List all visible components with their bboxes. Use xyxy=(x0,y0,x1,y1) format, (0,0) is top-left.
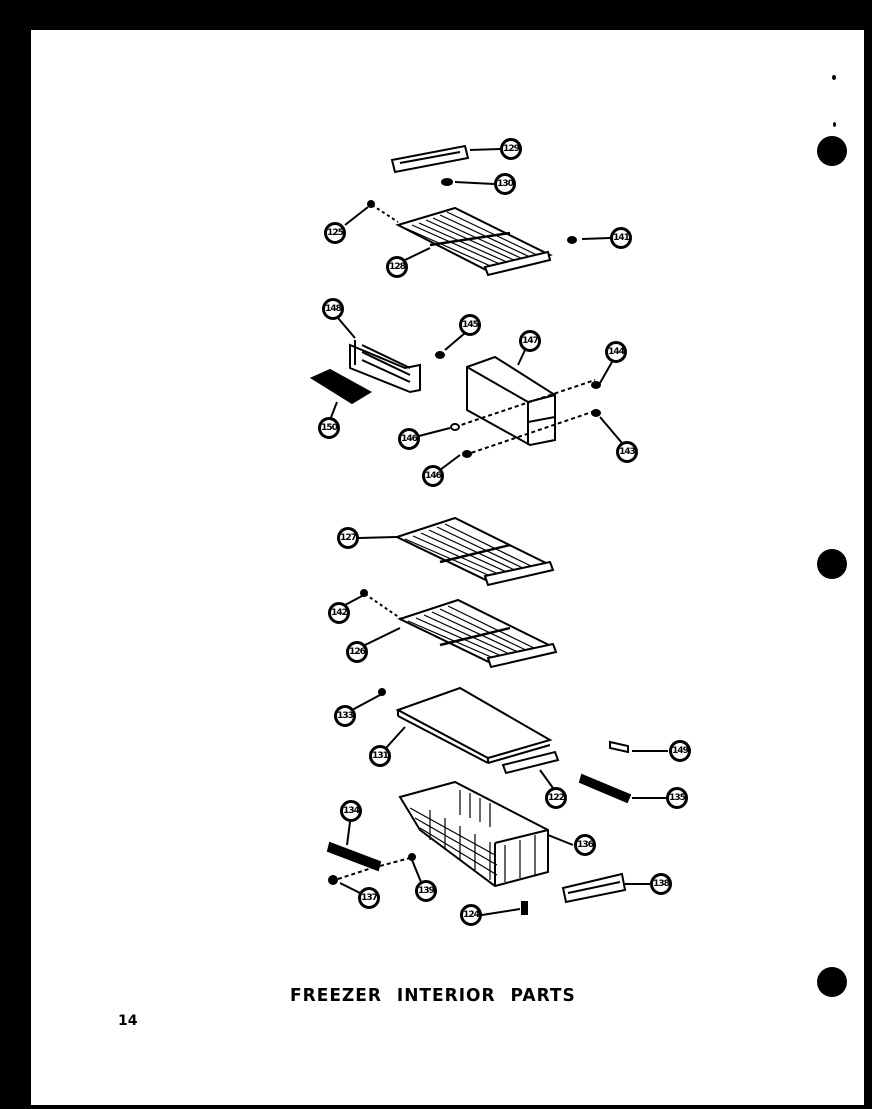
callout-141: 141 xyxy=(610,227,632,249)
clip-130 xyxy=(441,178,495,186)
scan-border-bottom xyxy=(0,1105,872,1109)
wire-shelf-127 xyxy=(358,516,555,587)
callout-127: 127 xyxy=(337,527,359,549)
callout-134: 134 xyxy=(340,800,362,822)
wire-shelf-126 xyxy=(344,589,558,669)
callout-122: 122 xyxy=(545,787,567,809)
callout-147: 147 xyxy=(519,330,541,352)
callout-139: 139 xyxy=(415,880,437,902)
callout-150: 150 xyxy=(318,417,340,439)
callout-146-b: 146 xyxy=(422,465,444,487)
binder-hole-top xyxy=(817,136,847,166)
scan-border-left xyxy=(0,0,31,1109)
callout-129: 129 xyxy=(500,138,522,160)
clip-149 xyxy=(609,740,668,754)
strip-138 xyxy=(561,872,650,904)
callout-128: 128 xyxy=(386,256,408,278)
callout-143: 143 xyxy=(616,441,638,463)
ice-rack-148 xyxy=(337,317,421,394)
speck-mark xyxy=(832,75,836,80)
callout-130: 130 xyxy=(494,173,516,195)
scan-border-top xyxy=(0,0,872,30)
callout-135: 135 xyxy=(666,787,688,809)
callout-136: 136 xyxy=(574,834,596,856)
screw-145 xyxy=(435,332,466,359)
trim-strip-129 xyxy=(390,144,501,174)
callout-148: 148 xyxy=(322,298,344,320)
clip-141 xyxy=(567,236,611,244)
callout-125: 125 xyxy=(324,222,346,244)
strip-122 xyxy=(501,750,560,789)
storage-box-147 xyxy=(414,349,623,471)
binder-hole-bottom xyxy=(817,967,847,997)
binder-hole-middle xyxy=(817,549,847,579)
callout-137: 137 xyxy=(358,887,380,909)
rail-134 xyxy=(326,821,422,894)
callout-145: 145 xyxy=(459,314,481,336)
callout-138: 138 xyxy=(650,873,672,895)
ice-tray-150 xyxy=(309,368,372,421)
wire-shelf-top xyxy=(344,200,553,277)
callout-149: 149 xyxy=(669,740,691,762)
page-number: 14 xyxy=(118,1013,138,1029)
shelf-cover-131 xyxy=(351,686,553,764)
callout-124: 124 xyxy=(460,904,482,926)
callout-133: 133 xyxy=(334,705,356,727)
callout-142: 142 xyxy=(328,602,350,624)
speck-mark xyxy=(833,122,836,127)
callout-131: 131 xyxy=(369,745,391,767)
knob-124 xyxy=(481,901,528,916)
document-page xyxy=(31,30,864,1105)
callout-126: 126 xyxy=(346,641,368,663)
rail-135 xyxy=(578,773,666,804)
wire-basket-136 xyxy=(398,780,574,888)
scan-border-right xyxy=(864,0,872,1109)
callout-144: 144 xyxy=(605,341,627,363)
diagram-title: FREEZER INTERIOR PARTS xyxy=(290,985,576,1007)
callout-146-a: 146 xyxy=(398,428,420,450)
